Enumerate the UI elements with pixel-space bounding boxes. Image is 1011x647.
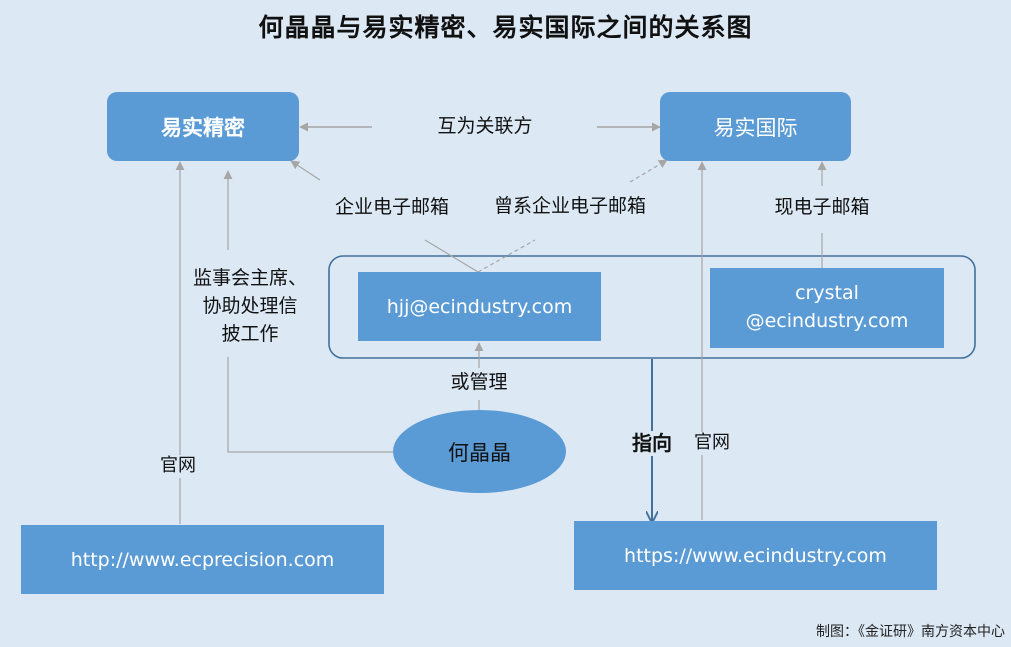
node-site-ecindustry: https://www.ecindustry.com [574, 521, 937, 590]
node-person-hejingjing: 何晶晶 [393, 410, 566, 493]
email-group-frame [328, 255, 976, 359]
supervisor-role-line-3: 披工作 [221, 323, 279, 345]
node-yishi-guoji: 易实国际 [660, 92, 851, 161]
supervisor-role-line-2: 协助处理信 [202, 295, 298, 317]
label-related-party: 互为关联方 [375, 115, 595, 139]
label-corp-email: 企业电子邮箱 [322, 196, 462, 220]
email-crystal-line-1: crystal [795, 282, 859, 305]
label-or-manage: 或管理 [440, 371, 518, 395]
edge-former-email-lower [477, 239, 536, 273]
label-current-email: 现电子邮箱 [764, 196, 880, 220]
source-credit: 制图：《金证研》南方资本中心 [816, 624, 1005, 640]
label-website-left: 官网 [150, 455, 206, 478]
label-supervisor-role: 监事会主席、 协助处理信 披工作 [187, 264, 313, 348]
arrow-corp-email-upper [290, 160, 321, 181]
arrow-former-email-upper [629, 159, 668, 183]
diagram-title: 何晶晶与易实精密、易实国际之间的关系图 [258, 13, 753, 42]
email-crystal-line-2: @ecindustry.com [745, 310, 909, 332]
label-points-to: 指向 [624, 431, 680, 456]
node-email-hjj: hjj@ecindustry.com [358, 272, 601, 341]
label-website-right: 官网 [686, 432, 738, 455]
node-yishi-jingmi: 易实精密 [107, 92, 299, 161]
supervisor-role-line-1: 监事会主席、 [192, 267, 307, 289]
label-former-corp-email: 曾系企业电子邮箱 [482, 195, 658, 219]
node-site-ecprecision: http://www.ecprecision.com [21, 525, 384, 594]
edge-corp-email-lower [424, 239, 479, 273]
edge-supervisor-role-lower [227, 357, 393, 453]
node-email-crystal: crystal @ecindustry.com [710, 268, 944, 348]
